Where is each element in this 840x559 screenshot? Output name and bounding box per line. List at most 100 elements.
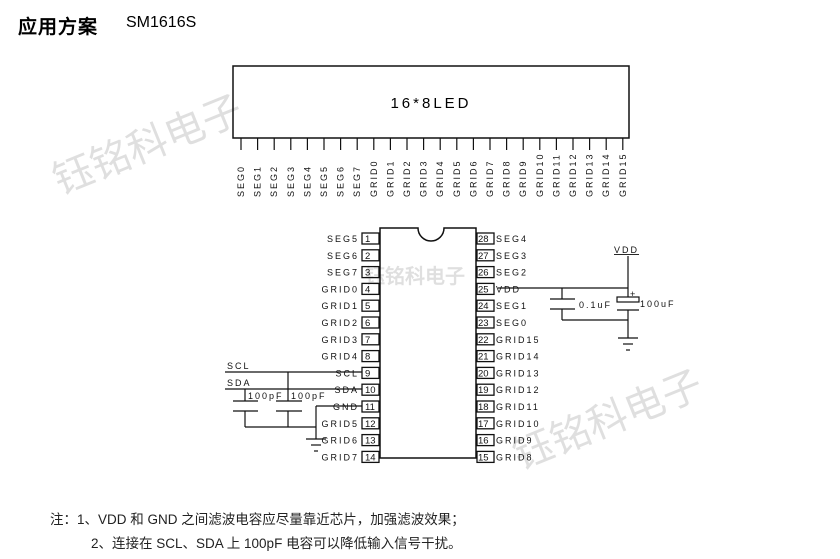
pin-name: GRID15: [496, 335, 541, 345]
display-pin-label: GRID1: [385, 159, 395, 197]
display-pin-label: GRID12: [568, 152, 578, 197]
pin-name: GRID2: [321, 318, 359, 328]
display-pins: SEG0 SEG1 SEG2 SEG3 SEG4 SEG5 SEG6 SEG7 GRID0 GRI…: [236, 138, 628, 197]
pin-name: GRID3: [321, 335, 359, 345]
pin-number: 4: [365, 284, 370, 295]
pin-number: 27: [478, 251, 489, 262]
pin-name: GRID10: [496, 419, 541, 429]
pin-number: 5: [365, 301, 370, 312]
cap-bulk-value: 100uF: [640, 299, 676, 309]
polarity-mark: +: [630, 289, 637, 299]
pin-name: GRID8: [496, 452, 534, 462]
pin-number: 15: [478, 452, 489, 463]
display-pin-label: GRID15: [618, 152, 628, 197]
pin-number: 6: [365, 318, 370, 329]
scl-net-label: SCL: [227, 361, 251, 371]
pin-name: GRID0: [321, 284, 359, 294]
display-pin-label: SEG0: [236, 165, 246, 197]
pin-name: SDA: [334, 385, 359, 395]
pin-name: GRID4: [321, 352, 359, 362]
display-pin-label: GRID0: [369, 159, 379, 197]
pin-number: 10: [365, 385, 376, 396]
display-pin-label: GRID3: [419, 159, 429, 197]
pin-name: VDD: [496, 284, 521, 294]
vdd-net-label: VDD: [614, 245, 639, 255]
page-title: 应用方案: [18, 16, 99, 38]
pin-number: 18: [478, 402, 489, 413]
ic-left-pins: 1 SEG5 2 SEG6 3 SEG7 4 GRID0 5 GRID1 6 GRID2 7 GRID3 8…: [321, 232, 380, 463]
pin-name: GRID6: [321, 436, 359, 446]
pin-number: 2: [365, 251, 370, 262]
pin-number: 9: [365, 368, 370, 379]
pin-number: 23: [478, 318, 489, 329]
pin-number: 13: [365, 436, 376, 447]
pin-name: SEG4: [496, 234, 528, 244]
pin-number: 24: [478, 301, 489, 312]
pin-number: 12: [365, 419, 376, 430]
pin-name: SEG1: [496, 301, 528, 311]
pin-number: 14: [365, 452, 376, 463]
pin-name: GRID11: [496, 402, 540, 412]
pin-number: 7: [365, 335, 370, 346]
pin-number: 20: [478, 368, 489, 379]
display-pin-label: GRID5: [452, 159, 462, 197]
pin-name: SEG7: [327, 268, 359, 278]
cap-small-value: 0.1uF: [579, 300, 612, 310]
pin-name: GRID1: [321, 301, 359, 311]
bus-wiring: [225, 371, 362, 452]
pin-name: SEG6: [327, 251, 359, 261]
pin-name: SCL: [335, 368, 359, 378]
display-pin-label: GRID6: [468, 159, 478, 197]
cap-scl-value: 100pF: [291, 391, 327, 401]
pin-number: 1: [365, 234, 370, 245]
display-pin-label: SEG6: [336, 165, 346, 197]
pin-name: GRID5: [321, 419, 359, 429]
display-pin-label: SEG1: [253, 165, 263, 197]
display-pin-label: GRID10: [535, 152, 545, 197]
note-line-1: 注：1、VDD 和 GND 之间滤波电容应尽量靠近芯片，加强滤波效果；: [50, 512, 465, 527]
display-pin-label: GRID2: [402, 159, 412, 197]
power-wiring: [498, 256, 640, 351]
pin-number: 25: [478, 284, 489, 295]
pin-name: GRID12: [496, 385, 541, 395]
pin-number: 3: [365, 268, 370, 279]
display-pin-label: SEG7: [352, 165, 362, 197]
display-pin-label: SEG3: [286, 165, 296, 197]
display-pin-label: SEG4: [302, 165, 312, 197]
display-pin-label: GRID14: [601, 152, 611, 197]
watermark-1: 钰铭科电子: [47, 87, 250, 205]
led-display: [232, 65, 630, 139]
display-pin-label: GRID13: [585, 152, 595, 197]
cap-sda-value: 100pF: [248, 391, 284, 401]
note-line-2: 2、连接在 SCL、SDA 上 100pF 电容可以降低输入信号干扰。: [91, 536, 462, 551]
pin-number: 8: [365, 352, 370, 363]
model-number: SM1616S: [126, 14, 197, 31]
pin-name: GRID14: [496, 352, 541, 362]
ic-body: [379, 227, 477, 459]
pin-number: 17: [478, 419, 489, 430]
pin-name: SEG5: [327, 234, 359, 244]
led-display-label: 16*8LED: [390, 95, 471, 112]
pin-name: GND: [333, 402, 359, 412]
pin-name: GRID9: [496, 436, 534, 446]
pin-name: SEG2: [496, 268, 528, 278]
display-pin-label: GRID11: [551, 153, 561, 197]
display-pin-label: SEG2: [269, 165, 279, 197]
pin-name: GRID7: [321, 452, 359, 462]
pin-number: 11: [365, 402, 375, 413]
pin-number: 22: [478, 335, 489, 346]
display-pin-label: GRID4: [435, 159, 445, 197]
pin-number: 16: [478, 436, 489, 447]
pin-name: GRID13: [496, 368, 541, 378]
pin-number: 28: [478, 234, 489, 245]
display-pin-label: GRID8: [502, 159, 512, 197]
sda-net-label: SDA: [227, 378, 252, 388]
display-pin-label: SEG5: [319, 165, 329, 197]
pin-number: 19: [478, 385, 489, 396]
display-pin-label: GRID7: [485, 159, 495, 197]
pin-name: SEG0: [496, 318, 528, 328]
display-pin-label: GRID9: [518, 159, 528, 197]
pin-number: 26: [478, 268, 489, 279]
